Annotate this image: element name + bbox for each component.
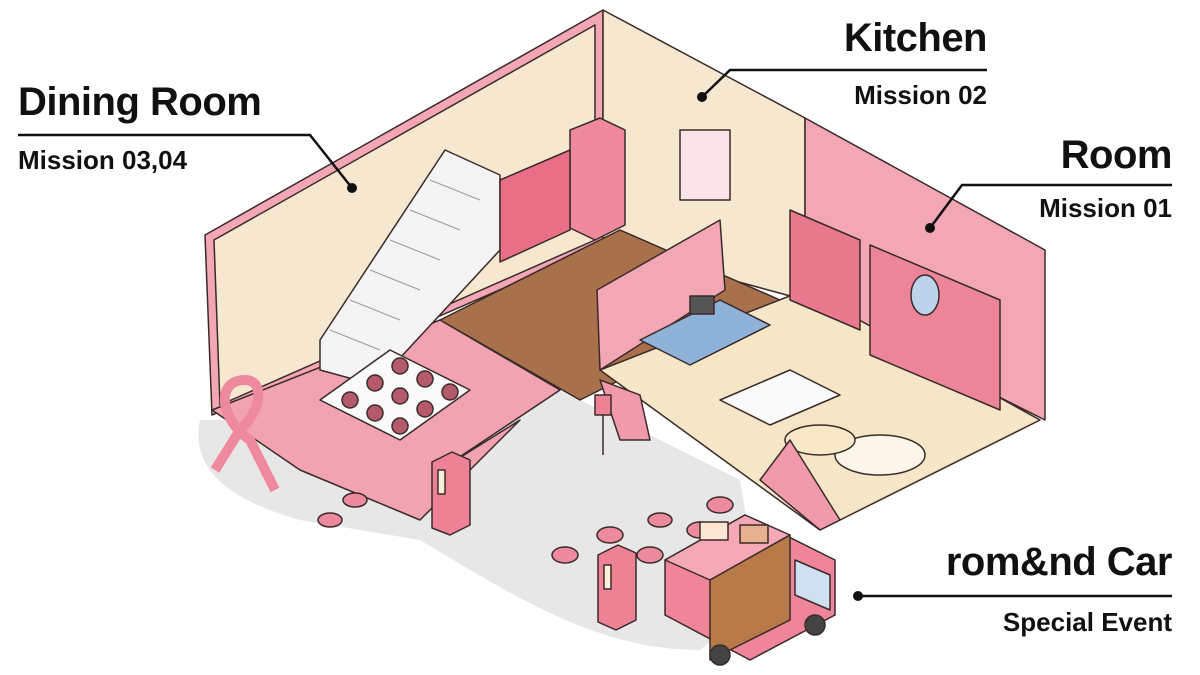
kitchen-counter — [499, 149, 571, 263]
romand-car-event: Special Event — [1002, 607, 1172, 637]
room-mission: Mission 01 — [1039, 193, 1172, 223]
kitchen-tile-wall — [679, 129, 731, 201]
kitchen-mission: Mission 02 — [854, 80, 987, 110]
room-title: Room — [1060, 133, 1173, 177]
coffee-table — [719, 369, 841, 426]
room-vanity — [869, 244, 1001, 411]
dining-callout-dot — [347, 183, 357, 193]
room-wardrobe — [789, 209, 861, 331]
dining-callout-line — [18, 133, 353, 189]
room-callout-dot — [925, 223, 935, 233]
romand-car-title: rom&nd Car — [945, 540, 1173, 584]
brick-base — [759, 439, 841, 531]
room-callout-line — [928, 183, 1172, 229]
kitchen-callout-dot — [697, 92, 707, 102]
kitchen-fridge — [569, 117, 626, 241]
car-callout-dot — [853, 591, 863, 601]
kitchen-title: Kitchen — [843, 16, 988, 60]
sofa — [834, 434, 926, 476]
romand-food-truck — [664, 514, 836, 666]
kitchen-callout-line — [701, 68, 987, 98]
room-partition-wall — [596, 219, 726, 371]
rug-table — [784, 424, 856, 456]
dining-room-title: Dining Room — [18, 80, 262, 124]
heart-sculpture — [210, 375, 280, 493]
vanity-mirror — [910, 274, 940, 316]
brick-steps — [599, 379, 651, 441]
mailbox — [594, 394, 612, 416]
pillar-plaque-1 — [437, 469, 446, 495]
computer-monitor — [689, 295, 715, 315]
pillar-plaque-2 — [603, 564, 612, 590]
dining-room-mission: Mission 03,04 — [18, 145, 188, 175]
